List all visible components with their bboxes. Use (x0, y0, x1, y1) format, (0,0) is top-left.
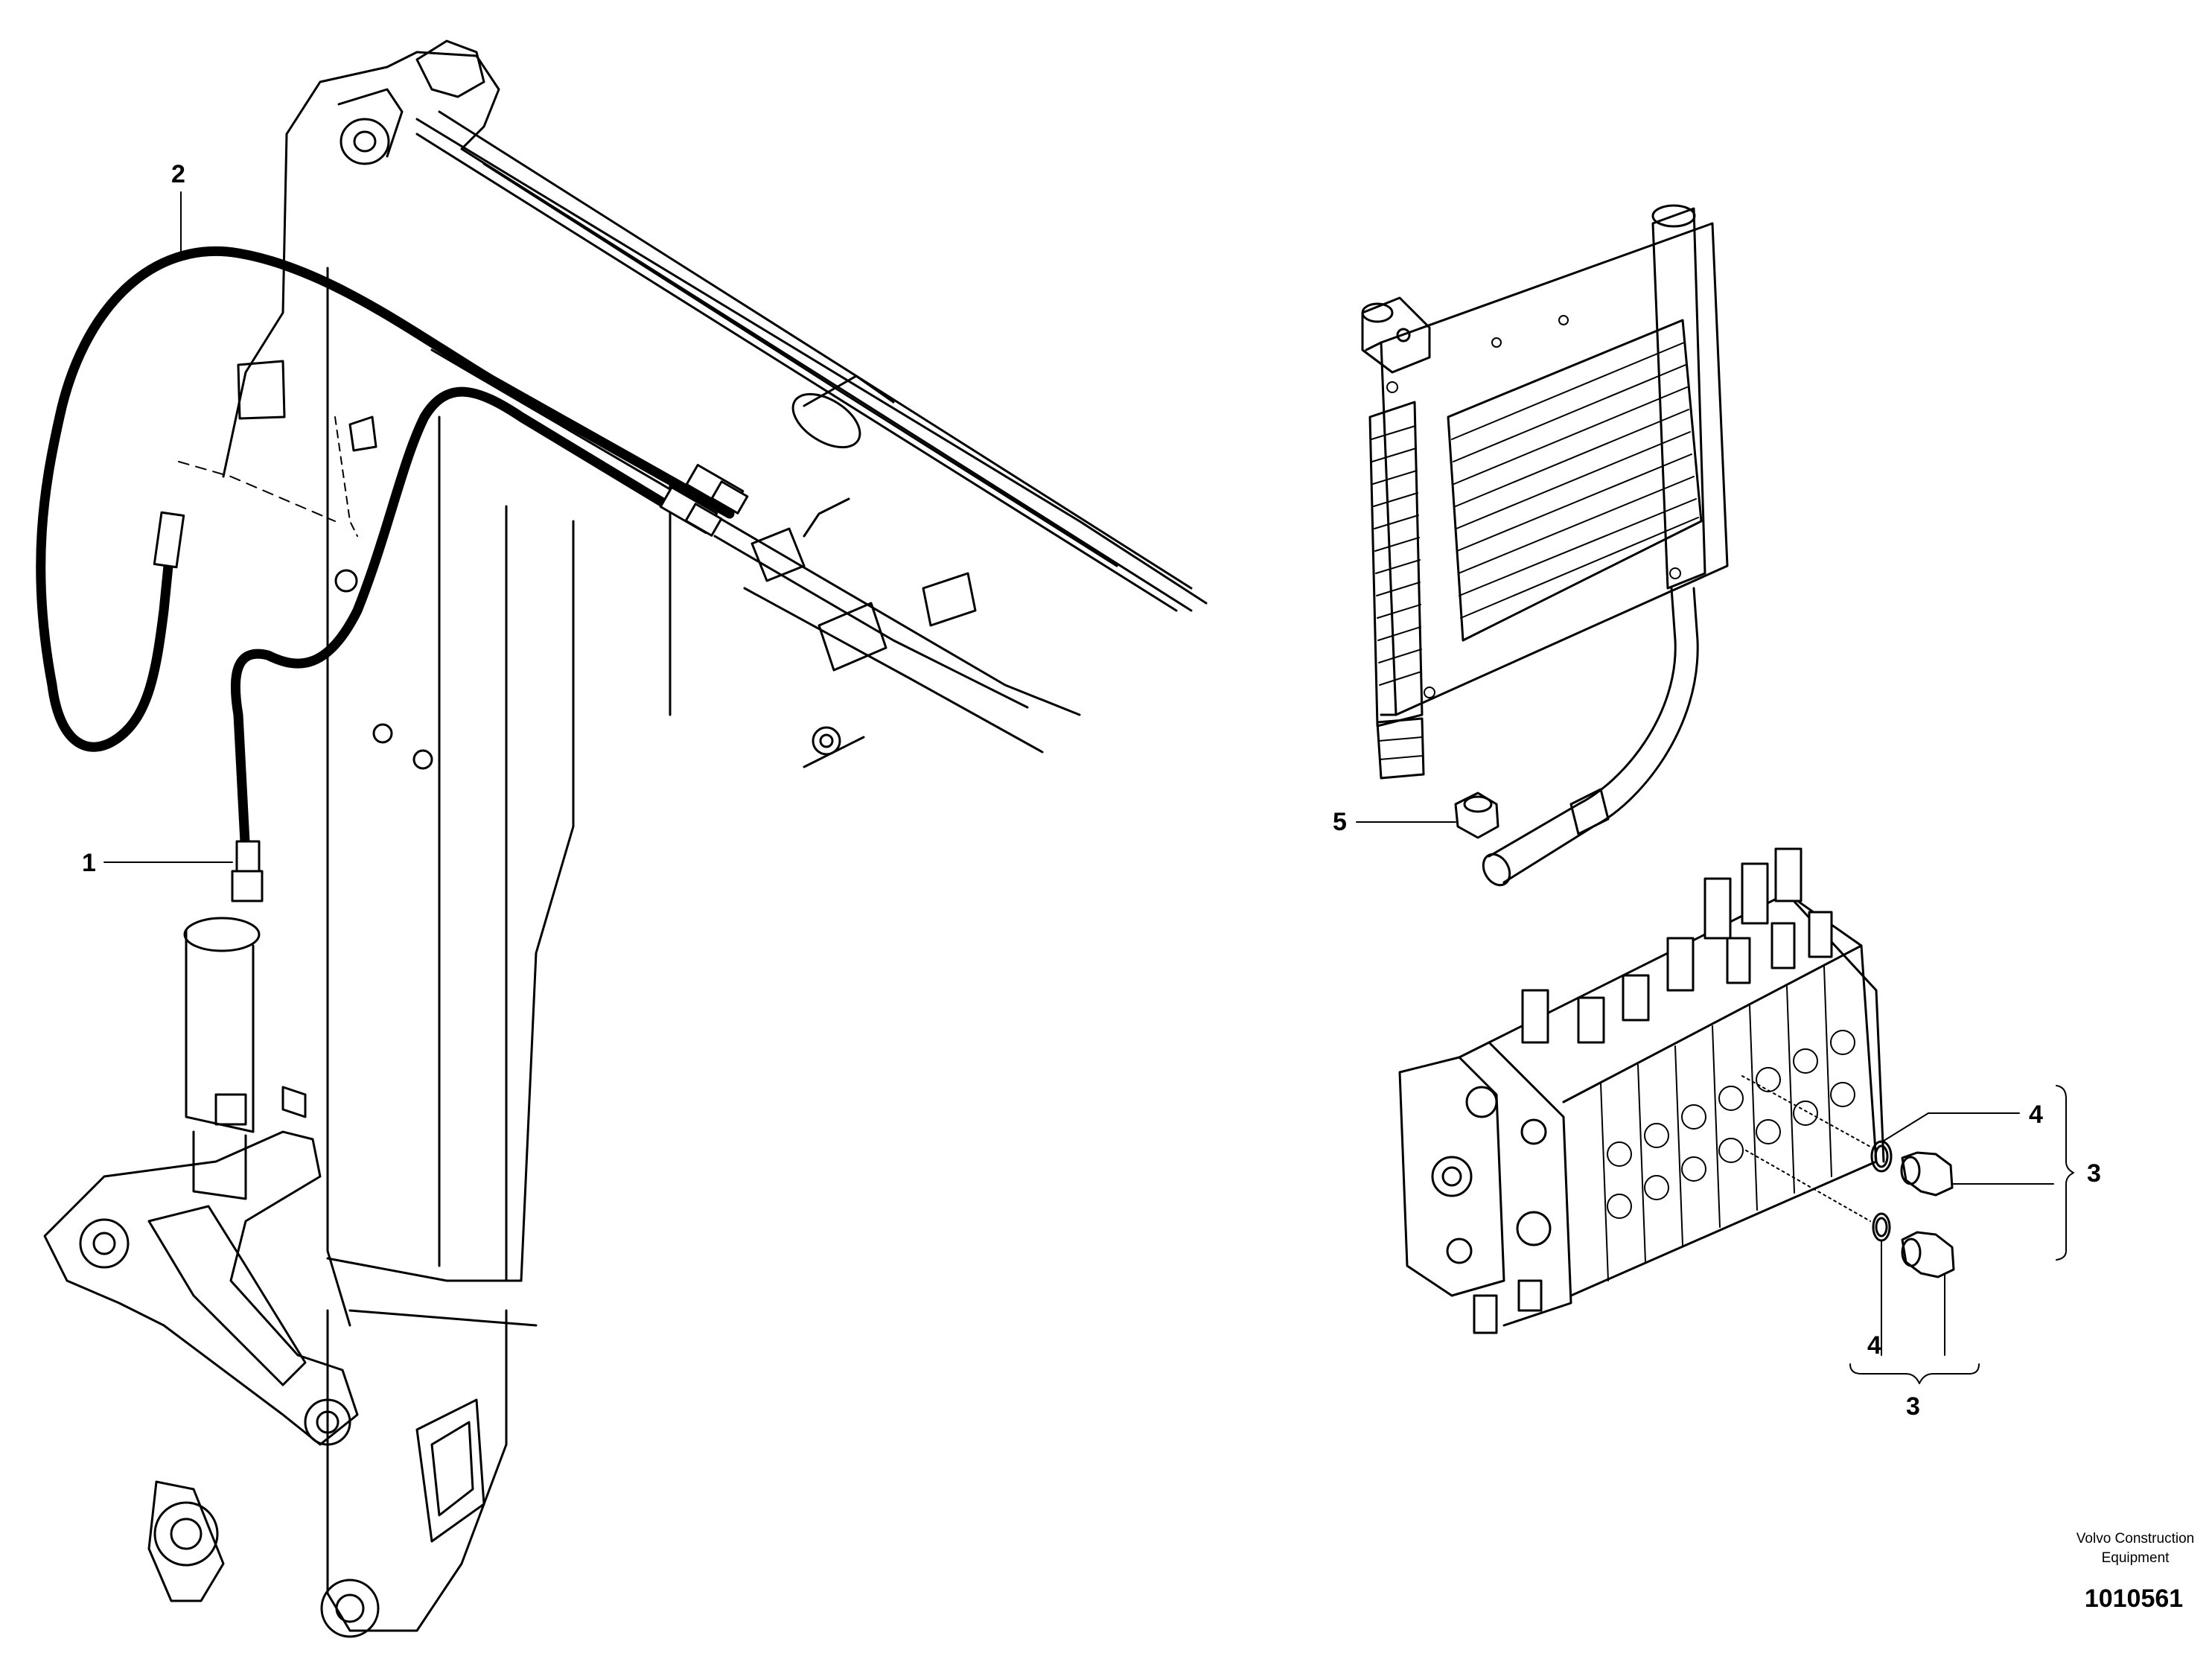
hydraulic-hose-item-2 (36, 246, 735, 752)
brace-3-upper (2056, 1085, 2074, 1261)
document-number: 1010561 (2085, 1584, 2183, 1613)
oil-cooler-illustration (1361, 204, 1729, 887)
plug-nut-item-5 (1454, 792, 1499, 839)
callout-5: 5 (1333, 808, 1347, 836)
o-ring-item-4 (1870, 1140, 1893, 1242)
callout-4-lower: 4 (1867, 1331, 1881, 1360)
callout-2: 2 (171, 160, 185, 188)
brace-3-lower (1849, 1363, 1980, 1384)
plug-item-3 (1900, 1151, 1955, 1278)
callout-3-right: 3 (2087, 1159, 2101, 1188)
callout-3-bottom: 3 (1906, 1392, 1920, 1421)
hose-routing-dashed-line-2 (334, 416, 358, 537)
callout-1: 1 (82, 849, 96, 877)
hose-routing-dashed-line (178, 461, 336, 522)
control-valve-illustration (1398, 847, 1885, 1334)
publisher-line-2: Equipment (2102, 1550, 2170, 1566)
callout-4-upper: 4 (2029, 1101, 2043, 1129)
boom-arm-illustration (43, 39, 1208, 1638)
hose-fittings (153, 464, 749, 902)
publisher-line-1: Volvo Construction (2076, 1531, 2194, 1547)
leader-lines (103, 191, 2054, 1356)
hydraulic-hose-item-1 (230, 386, 705, 861)
